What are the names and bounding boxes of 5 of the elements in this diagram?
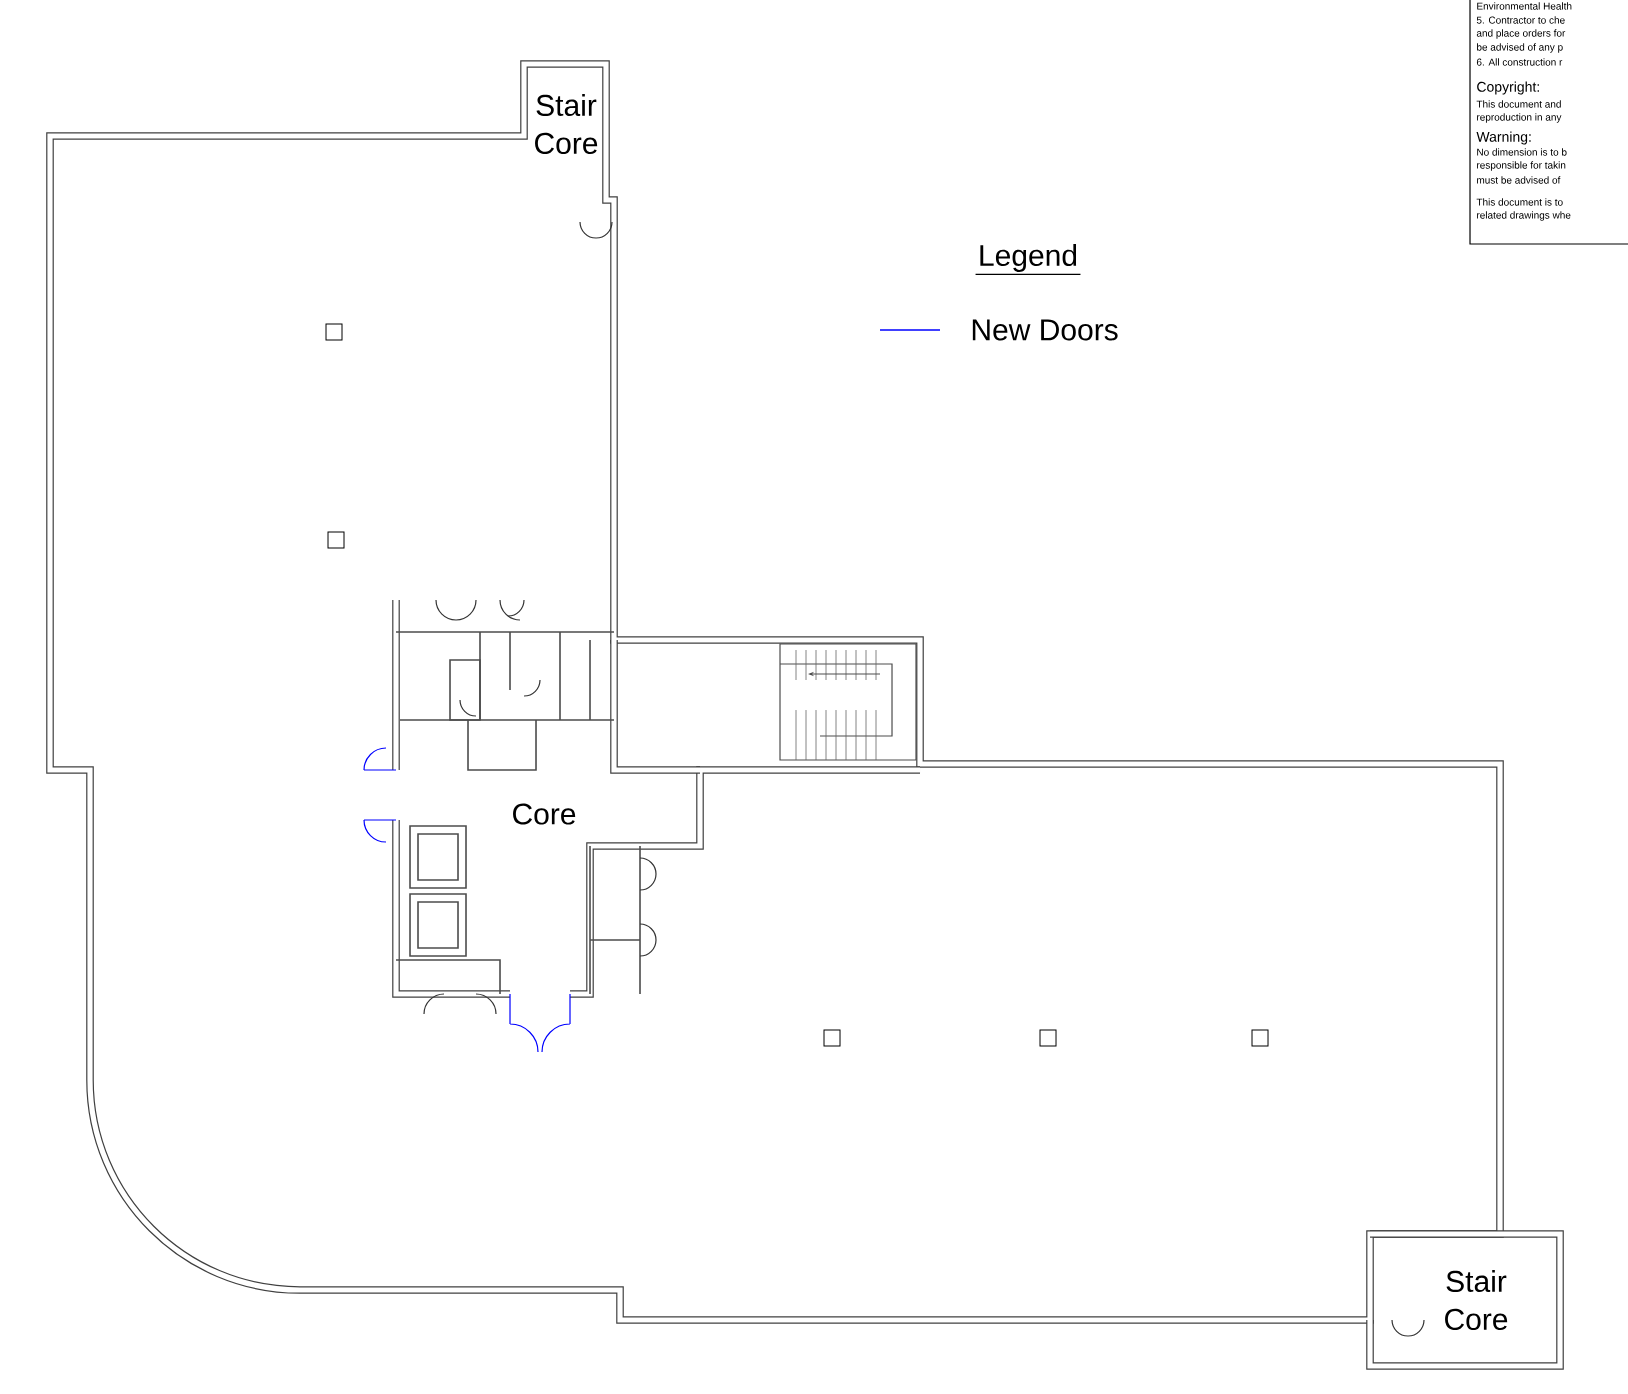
stair-core-label: Stair Core xyxy=(1445,1270,1508,1330)
room-label: Core xyxy=(513,803,576,825)
stair-core-label: Stair Core xyxy=(535,94,598,154)
legend-text: New Doors xyxy=(972,319,1118,341)
legend-title: Legend xyxy=(974,244,1082,275)
